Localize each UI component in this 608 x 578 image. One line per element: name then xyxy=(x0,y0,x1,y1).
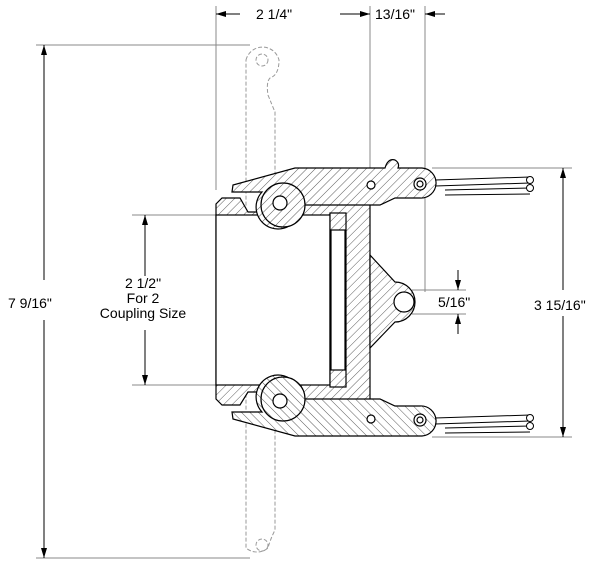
dim-handle-span: 3 15/16" xyxy=(533,296,587,315)
dim-coupling-size: 2 1/2" For 2 Coupling Size xyxy=(82,276,204,321)
dim-hole-diameter: 5/16" xyxy=(438,294,471,310)
dim-overall-height: 7 9/16" xyxy=(6,294,54,313)
top-cam-lever xyxy=(231,159,437,230)
top-handle-ring xyxy=(434,176,534,196)
dim-top-width: 2 1/4" xyxy=(252,7,297,22)
coupling-size-line-2: For 2 xyxy=(126,290,160,306)
coupling-size-line-1: 2 1/2" xyxy=(124,275,162,291)
ghost-lever-outline xyxy=(245,46,280,553)
dim-top-offset: 13/16" xyxy=(373,6,418,22)
bottom-handle-ring xyxy=(434,414,534,434)
dimension-arrows xyxy=(41,11,566,558)
bottom-cam-lever xyxy=(231,374,437,437)
coupling-size-line-3: Coupling Size xyxy=(99,305,187,321)
coupling-body xyxy=(215,197,416,406)
